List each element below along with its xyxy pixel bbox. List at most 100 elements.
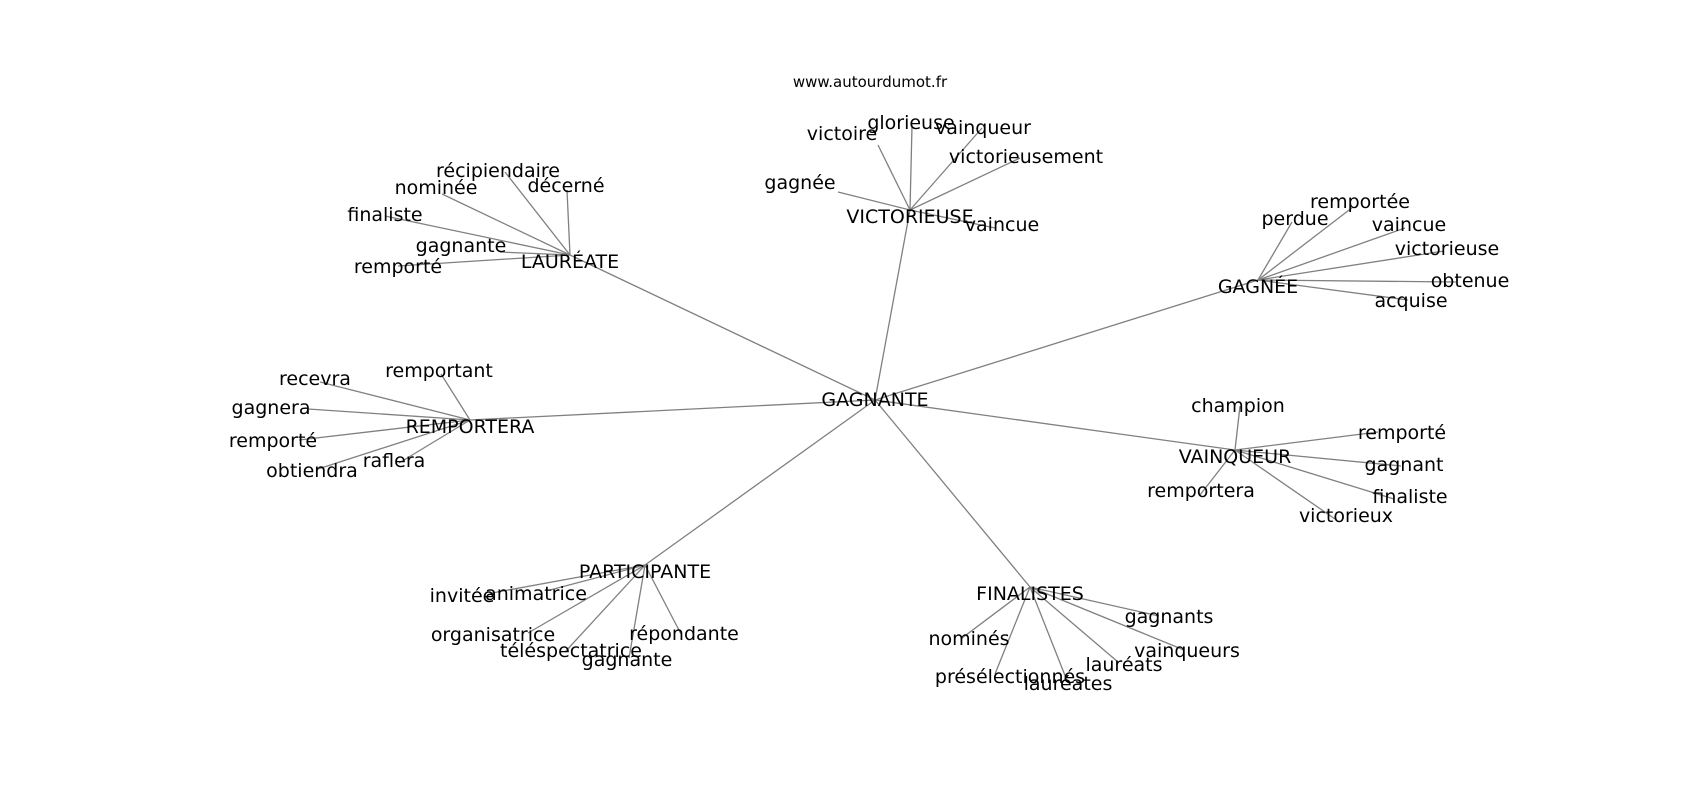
edge-hub-to-leaf — [1257, 279, 1409, 301]
hub-node-label: REMPORTERA — [406, 416, 535, 438]
leaf-node-label: finaliste — [1372, 486, 1447, 508]
leaf-node-label: gagnante — [416, 235, 507, 257]
leaf-node-label: remportée — [1310, 191, 1410, 213]
leaf-node-label: gagnant — [1365, 454, 1444, 476]
edge-center-to-hub — [874, 209, 911, 401]
edge-hub-to-leaf — [564, 564, 646, 653]
edge-center-to-hub — [874, 279, 1259, 401]
hub-node-label: FINALISTES — [976, 583, 1084, 605]
hub-node-label: PARTICIPANTE — [579, 561, 711, 583]
leaf-node-label: remportera — [1147, 480, 1255, 502]
edge-hub-to-leaf — [319, 381, 471, 421]
edge-hub-to-leaf — [504, 171, 571, 256]
edge-hub-to-leaf — [1029, 586, 1185, 651]
edge-hub-to-leaf — [499, 251, 571, 256]
edge-hub-to-leaf — [909, 125, 913, 211]
edge-hub-to-leaf — [909, 157, 1021, 211]
edge-hub-to-leaf — [384, 215, 571, 256]
leaf-node-label: finaliste — [347, 204, 422, 226]
edge-hub-to-leaf — [961, 586, 1031, 639]
source-label: www.autourdumot.fr — [793, 73, 948, 91]
leaf-node-label: téléspectatrice — [500, 640, 642, 662]
leaf-node-label: remporté — [1358, 422, 1446, 444]
edge-hub-to-leaf — [909, 209, 996, 229]
leaf-node-label: obtiendra — [266, 460, 358, 482]
leaf-node-label: vainqueurs — [1134, 640, 1240, 662]
leaf-node-label: vaincue — [1372, 214, 1446, 236]
leaf-node-label: invitée — [430, 585, 495, 607]
leaf-node-label: perdue — [1261, 208, 1328, 230]
leaf-node-label: nominée — [395, 177, 478, 199]
leaf-node-label: obtenue — [1431, 270, 1510, 292]
leaf-node-label: raflera — [363, 450, 426, 472]
edge-hub-to-leaf — [1234, 449, 1395, 500]
leaf-node-label: victorieusement — [949, 146, 1103, 168]
leaf-node-label: champion — [1191, 395, 1285, 417]
edge-hub-to-leaf — [398, 419, 471, 464]
edge-hub-to-leaf — [1234, 449, 1336, 520]
leaf-node-label: remporté — [229, 430, 317, 452]
edge-center-to-hub — [569, 254, 876, 401]
edge-hub-to-leaf — [566, 189, 571, 256]
leaf-node-label: organisatrice — [431, 624, 555, 646]
edge-hub-to-leaf — [1257, 250, 1445, 281]
leaf-node-label: gagnants — [1125, 606, 1214, 628]
edge-center-to-hub — [644, 399, 876, 566]
edge-hub-to-leaf — [491, 564, 646, 594]
edge-hub-to-leaf — [1257, 279, 1457, 283]
leaf-node-label: victoire — [807, 123, 877, 145]
edge-center-to-hub — [874, 399, 1236, 451]
edge-hub-to-leaf — [307, 408, 471, 421]
leaf-node-label: décerné — [527, 175, 604, 197]
hub-node-label: VAINQUEUR — [1179, 446, 1292, 468]
leaf-node-label: lauréats — [1085, 654, 1162, 676]
edge-center-to-hub — [874, 399, 1031, 588]
edge-hub-to-leaf — [994, 586, 1031, 675]
leaf-node-label: gagnante — [582, 649, 673, 671]
edge-hub-to-leaf — [298, 419, 471, 441]
leaf-node-label: vainqueur — [935, 117, 1031, 139]
edge-hub-to-leaf — [441, 193, 571, 256]
hub-node-label: GAGNÉE — [1218, 275, 1298, 298]
edge-hub-to-leaf — [440, 373, 471, 421]
center-node-label: GAGNANTE — [821, 389, 928, 411]
edge-hub-to-leaf — [527, 564, 646, 634]
edge-hub-to-leaf — [909, 127, 983, 211]
graph-labels: www.autourdumot.fr victoireglorieusevain… — [229, 73, 1509, 695]
edge-hub-to-leaf — [1257, 206, 1354, 281]
hub-node-label: VICTORIEUSE — [846, 206, 973, 228]
leaf-node-label: lauréates — [1024, 673, 1113, 695]
leaf-node-label: acquise — [1374, 290, 1447, 312]
leaf-node-label: gagnera — [232, 397, 311, 419]
edge-hub-to-leaf — [1029, 586, 1067, 679]
leaf-node-label: vaincue — [965, 214, 1039, 236]
edge-hub-to-leaf — [1029, 586, 1119, 663]
leaf-node-label: victorieux — [1299, 505, 1393, 527]
leaf-node-label: récipiendaire — [436, 160, 560, 182]
graph-edges — [298, 125, 1457, 679]
edge-hub-to-leaf — [1257, 227, 1406, 281]
edge-hub-to-leaf — [837, 191, 911, 211]
leaf-node-label: présélectionnés — [935, 666, 1085, 688]
edge-hub-to-leaf — [1234, 431, 1379, 451]
edge-hub-to-leaf — [549, 564, 646, 591]
leaf-node-label: recevra — [279, 368, 351, 390]
leaf-node-label: gagnée — [764, 172, 835, 194]
leaf-node-label: répondante — [629, 623, 739, 645]
edge-hub-to-leaf — [1234, 405, 1241, 451]
edge-hub-to-leaf — [317, 419, 471, 470]
edge-hub-to-leaf — [877, 144, 911, 211]
edge-hub-to-leaf — [397, 254, 571, 267]
leaf-node-label: glorieuse — [867, 112, 954, 134]
hub-node-label: LAURÉATE — [521, 250, 619, 273]
edge-hub-to-leaf — [628, 564, 646, 659]
leaf-node-label: victorieuse — [1395, 238, 1499, 260]
edge-hub-to-leaf — [644, 564, 682, 635]
edge-hub-to-leaf — [1199, 449, 1236, 496]
leaf-node-label: nominés — [928, 628, 1009, 650]
edge-hub-to-leaf — [1234, 449, 1402, 467]
leaf-node-label: remportant — [385, 360, 493, 382]
edge-hub-to-leaf — [1029, 586, 1160, 617]
leaf-node-label: remporté — [354, 256, 442, 278]
